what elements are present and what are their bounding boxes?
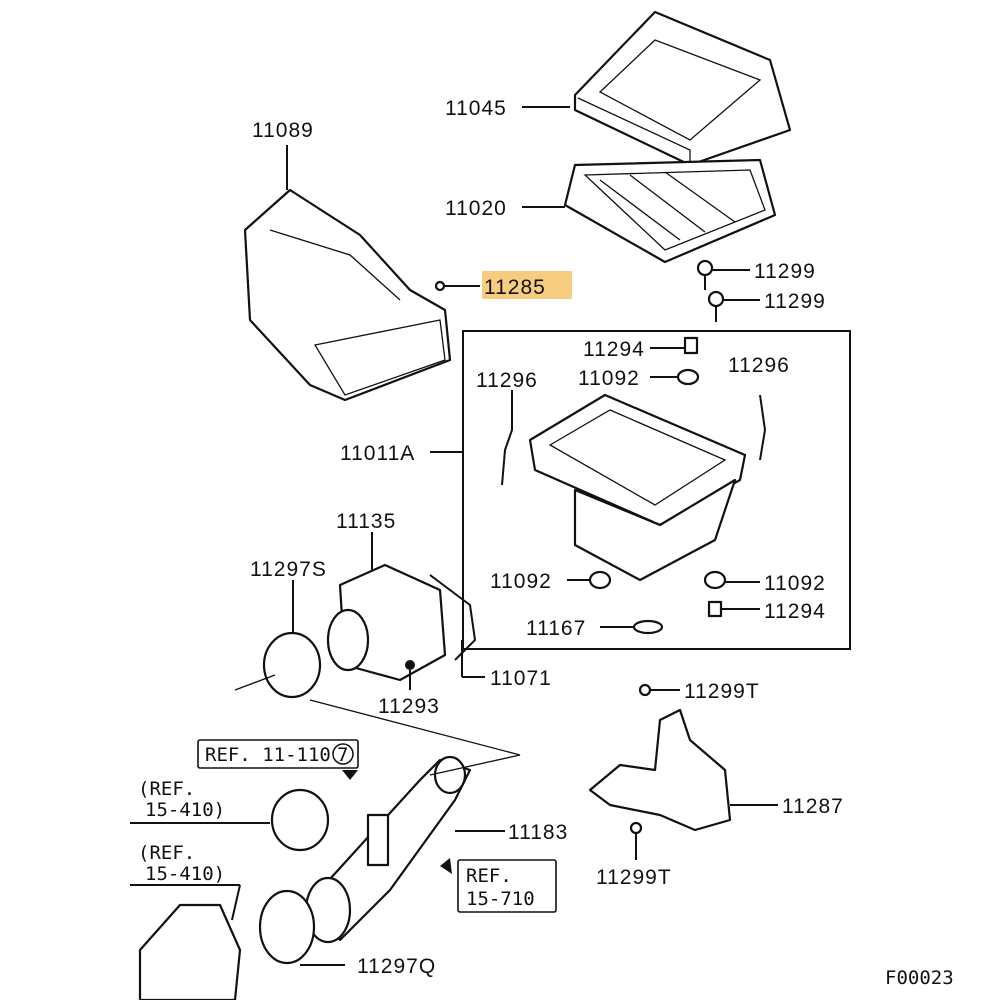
label-11297Q: 11297Q	[357, 955, 436, 978]
ref-circle-number: 7	[337, 744, 348, 766]
bolt-11299T-a[interactable]	[638, 683, 652, 697]
bolt-11293[interactable]	[405, 660, 415, 670]
label-11299-b: 11299	[764, 290, 826, 313]
label-11092-b: 11092	[490, 570, 552, 593]
clamp-11296-right[interactable]	[759, 394, 767, 461]
hose-clamp-11297Q[interactable]	[258, 889, 316, 965]
label-11294-a: 11294	[583, 338, 645, 361]
label-11071: 11071	[490, 667, 552, 690]
bolt-11299T-b[interactable]	[629, 821, 643, 835]
grommet-11294[interactable]	[683, 336, 699, 355]
ref-box-11-110	[197, 739, 359, 769]
air-hose-11183[interactable]	[304, 755, 472, 944]
assembly-box-11011A	[462, 330, 851, 650]
highlight-11285	[482, 271, 572, 299]
resonator	[270, 788, 330, 852]
ref-15-710-line2[interactable]: 15-710	[466, 888, 535, 910]
label-11293: 11293	[378, 695, 440, 718]
clip-11285[interactable]	[434, 280, 446, 292]
leader-lines	[130, 106, 778, 966]
label-11285: 11285	[484, 276, 546, 299]
airflow-sensor[interactable]	[326, 563, 477, 682]
figure-id: F00023	[885, 967, 954, 989]
label-11092-a: 11092	[578, 367, 640, 390]
ref-box-15-710	[457, 859, 557, 913]
air-cleaner-cover[interactable]	[573, 10, 792, 167]
mount-11092[interactable]	[676, 368, 700, 386]
air-filter-element[interactable]	[563, 158, 777, 264]
ref-15-410-b-line1: (REF.	[138, 842, 195, 864]
label-11167: 11167	[526, 617, 586, 640]
arrow-ref-11-110	[342, 770, 358, 780]
bolt-11299[interactable]	[696, 259, 725, 322]
label-11183: 11183	[508, 821, 568, 844]
label-11135: 11135	[336, 510, 396, 533]
label-11297S: 11297S	[250, 558, 327, 581]
label-11299-a: 11299	[754, 260, 816, 283]
label-11296-b: 11296	[728, 354, 790, 377]
label-11299T-b: 11299T	[596, 866, 672, 889]
arrow-ref-15-710	[440, 858, 452, 874]
label-11287: 11287	[782, 795, 844, 818]
ref-11-110[interactable]: REF. 11-110	[205, 744, 331, 766]
label-11045: 11045	[445, 97, 507, 120]
label-11294-b: 11294	[764, 600, 826, 623]
bracket-11287[interactable]	[588, 708, 732, 832]
label-11020: 11020	[445, 197, 507, 220]
plug-11167[interactable]	[632, 619, 664, 635]
label-11092-c: 11092	[764, 572, 826, 595]
throttle-body	[138, 903, 242, 1000]
mount-11092-b[interactable]	[588, 570, 612, 590]
ref-15-710-line1: REF.	[466, 865, 512, 887]
label-11299T-a: 11299T	[684, 680, 760, 703]
grommet-11294-b[interactable]	[707, 600, 723, 618]
air-cleaner-case[interactable]	[528, 393, 747, 582]
ref-15-410-a-line2[interactable]: 15-410)	[145, 799, 225, 821]
mount-11092-c[interactable]	[703, 570, 727, 590]
ref-circle	[332, 743, 354, 765]
ref-15-410-b-line2[interactable]: 15-410)	[145, 863, 225, 885]
ref-15-410-a-line1: (REF.	[138, 778, 195, 800]
air-intake-duct[interactable]	[243, 188, 452, 402]
label-11089: 11089	[252, 119, 314, 142]
clamp-11296-left[interactable]	[501, 396, 513, 486]
label-11296-a: 11296	[476, 369, 538, 392]
hose-clamp-11297S[interactable]	[262, 631, 322, 699]
label-11011A: 11011A	[340, 442, 415, 465]
